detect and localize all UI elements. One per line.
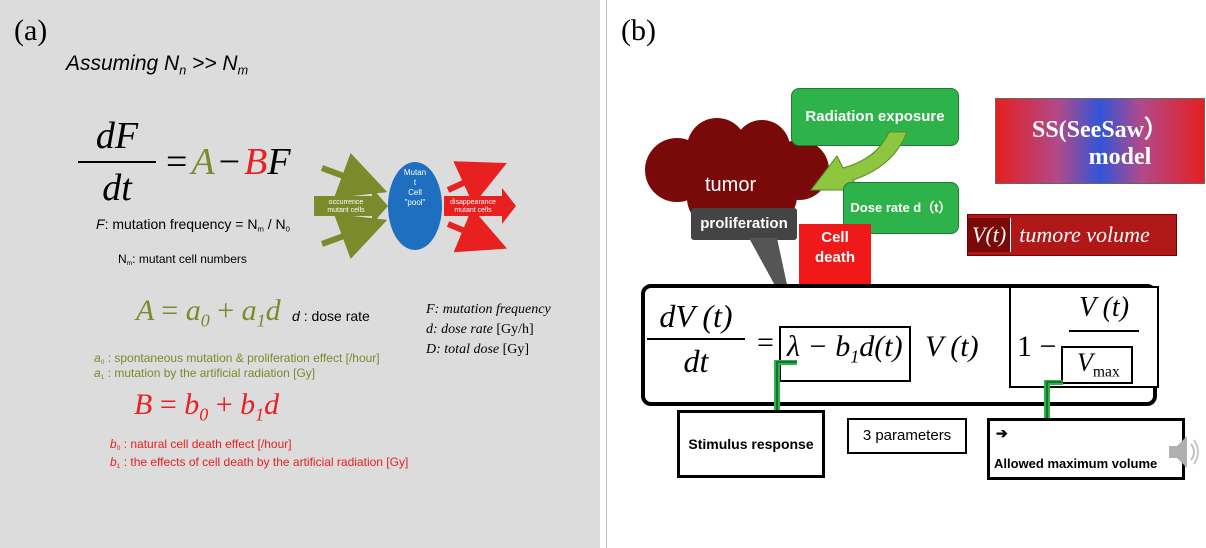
allowed-volume-box: ➔ Allowed maximum volume xyxy=(987,418,1185,480)
speaker-icon[interactable] xyxy=(1167,432,1201,472)
legend-d: d: dose rate [Gy/h] xyxy=(426,322,534,337)
occurrence-arrow-bottom xyxy=(320,213,388,260)
a1-definition: a1 : mutation by the artificial radiatio… xyxy=(94,366,316,381)
panel-a-label: (a) xyxy=(14,14,48,47)
occurrence-arrow-top xyxy=(320,152,388,199)
volume-symbol: V(t) xyxy=(968,218,1012,252)
b0-definition: b0 : natural cell death effect [/hour] xyxy=(110,437,292,452)
disappearance-arrow-bottom xyxy=(446,208,508,253)
radiation-arrow xyxy=(809,131,908,191)
proliferation-label: proliferation xyxy=(691,208,797,240)
equation-vden: Vmax xyxy=(1077,348,1120,381)
ss-model-title: SS(SeeSaw） xyxy=(1031,117,1169,143)
assumption-text: Assuming Nn >> Nm xyxy=(66,52,249,78)
allowed-volume-label: Allowed maximum volume xyxy=(994,456,1158,471)
volume-bracket xyxy=(1009,286,1159,388)
volume-text: tumore volume xyxy=(1019,222,1150,247)
tumor-label: tumor xyxy=(705,174,757,196)
equation-fraction-bar xyxy=(1069,330,1139,332)
panel-b-label: (b) xyxy=(621,14,656,47)
stimulus-connector xyxy=(774,360,797,412)
allowed-connector xyxy=(1044,380,1063,432)
vmax-box xyxy=(1061,346,1133,384)
legend: F: mutation frequency d: dose rate [Gy/h… xyxy=(426,300,551,360)
equation-vt: V (t) xyxy=(925,330,979,363)
disappearance-label: disappearance mutant cells xyxy=(450,199,496,215)
cell-death-label: Cell death xyxy=(799,224,871,288)
equation-one-minus: 1 − xyxy=(1017,330,1057,363)
b-equation: B = b0 + b1d xyxy=(134,388,280,425)
allowed-arrow-icon: ➔ xyxy=(996,425,1008,441)
nm-definition: Nm: mutant cell numbers xyxy=(118,252,247,267)
ss-model-box: SS(SeeSaw） model xyxy=(995,98,1205,184)
panel-b: (b) tumor Radiation exposure SS(SeeSaw） … xyxy=(606,0,1206,548)
mutant-pool-diagram xyxy=(314,152,516,260)
three-parameters-box: 3 parameters xyxy=(847,418,967,454)
b1-definition: b1 : the effects of cell death by the ar… xyxy=(110,455,409,470)
stimulus-response-box: Stimulus response xyxy=(677,410,825,478)
disappearance-arrow-top xyxy=(446,161,507,205)
pool-label: Mutan t Cell "pool" xyxy=(403,168,427,207)
a-equation: A = a0 + a1d xyxy=(136,294,281,331)
legend-D: D: total dose [Gy] xyxy=(426,342,530,357)
lambda-bracket xyxy=(779,326,911,382)
volume-equation: dV (t) dt xyxy=(647,298,745,380)
equation-equals: = xyxy=(757,326,774,359)
a0-definition: a0 : spontaneous mutation & proliferatio… xyxy=(94,351,380,366)
pool-ellipse xyxy=(388,162,442,250)
tumor-volume-label: V(t) tumore volume xyxy=(967,214,1177,256)
ss-model-subtitle: model xyxy=(1088,144,1152,170)
equation-lambda: λ − b1d(t) xyxy=(787,330,903,367)
equation-vnum: V (t) xyxy=(1079,292,1130,323)
tumor-cloud xyxy=(645,118,829,228)
radiation-exposure-box: Radiation exposure xyxy=(791,88,959,146)
d-definition: d : dose rate xyxy=(292,308,370,324)
legend-f: F: mutation frequency xyxy=(426,302,551,317)
f-definition: F: mutation frequency = Nm / N0 xyxy=(96,216,290,234)
occurrence-label: occurrence mutant cells xyxy=(327,199,365,215)
